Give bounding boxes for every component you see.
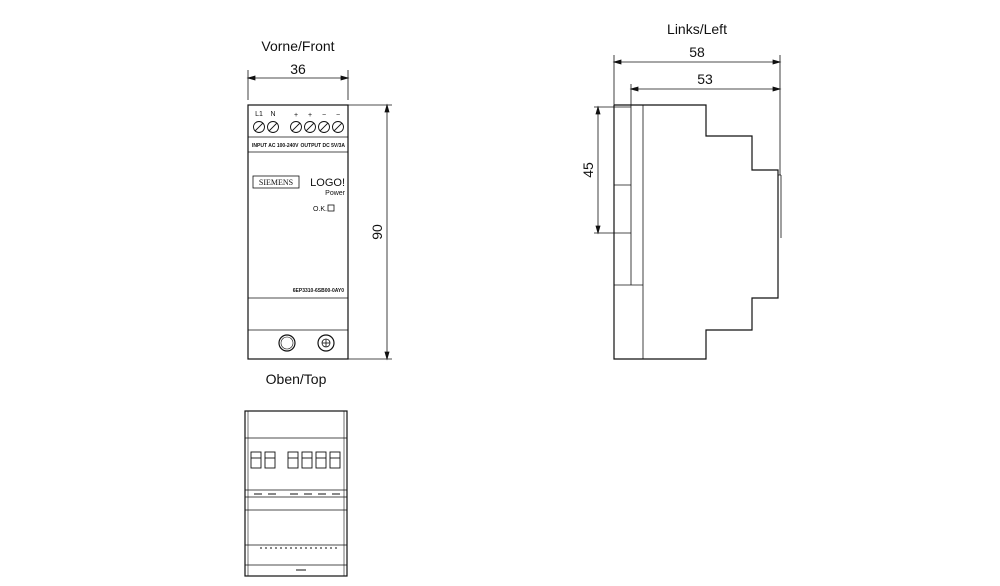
top-terminal-1: [250, 451, 262, 469]
top-terminal-2: [264, 451, 276, 469]
product-line-1: LOGO!: [310, 177, 345, 189]
top-terminal-5: [315, 451, 327, 469]
side-rail-label: 45: [580, 162, 596, 178]
front-view-body: [247, 104, 349, 360]
top-terminal-6: [329, 451, 341, 469]
side-depth-body-dimension: [629, 84, 782, 105]
ok-led: [327, 204, 335, 212]
screw-terminal-l1: [253, 121, 265, 133]
front-height-label: 90: [369, 224, 385, 240]
brand-plate: [252, 175, 300, 189]
screw-terminal-minus-1: [318, 121, 330, 133]
terminal-screws: [253, 121, 344, 133]
front-width-label: 36: [290, 61, 306, 77]
side-view-body: [613, 104, 782, 360]
terminal-label-minus-1: −: [322, 112, 326, 119]
screw-terminal-plus-1: [290, 121, 302, 133]
terminal-label-n: N: [270, 111, 275, 118]
terminal-label-plus-2: +: [308, 112, 312, 119]
side-rail-dimension: [594, 105, 631, 235]
front-height-dimension: [348, 103, 392, 361]
top-view-body: [244, 410, 348, 577]
potentiometer-knob: [278, 334, 296, 352]
output-label: OUTPUT DC 5V/3A: [301, 143, 346, 149]
top-terminal-4: [301, 451, 313, 469]
input-label: INPUT AC 100-240V: [252, 143, 299, 149]
screw-terminal-plus-2: [304, 121, 316, 133]
part-number: 6EP3310-6SB00-0AY0: [293, 288, 344, 294]
screw-terminal-minus-2: [332, 121, 344, 133]
top-terminal-3: [287, 451, 299, 469]
side-depth-total-dimension: [612, 55, 782, 175]
front-bottom-controls: [278, 334, 335, 352]
brand-name: SIEMENS: [259, 178, 293, 187]
side-depth-total-label: 58: [689, 44, 705, 60]
terminal-label-minus-2: −: [336, 112, 340, 119]
product-line-2: Power: [325, 190, 346, 197]
front-view-title: Vorne/Front: [261, 38, 334, 54]
adjust-screw: [317, 334, 335, 352]
ok-label: O.K.: [313, 206, 327, 213]
terminal-label-l1: L1: [255, 111, 263, 118]
screw-terminal-n: [267, 121, 279, 133]
side-depth-body-label: 53: [697, 71, 713, 87]
top-vent-slots: [254, 493, 340, 571]
terminal-label-plus-1: +: [294, 112, 298, 119]
front-width-dimension: [246, 70, 350, 100]
top-terminal-openings: [250, 451, 341, 469]
left-view-title: Links/Left: [667, 21, 727, 37]
top-view-title: Oben/Top: [266, 371, 327, 387]
